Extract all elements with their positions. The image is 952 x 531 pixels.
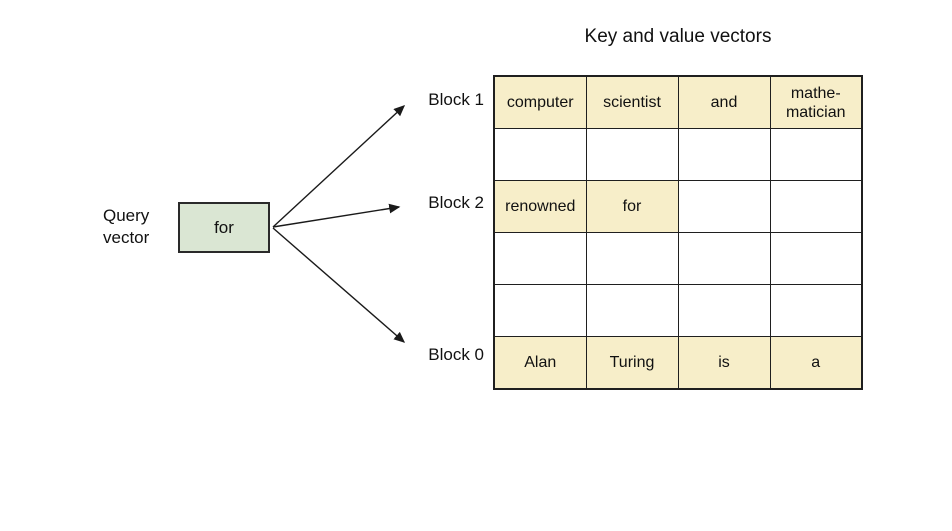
token-cell: for (585, 180, 679, 233)
empty-cell (585, 128, 679, 181)
empty-cell (677, 232, 771, 285)
query-vector-box: for (178, 202, 270, 253)
token-cell: renowned (493, 180, 587, 233)
empty-cell (493, 284, 587, 337)
empty-cell (493, 232, 587, 285)
arrow-to-block-0 (272, 227, 406, 343)
empty-cell (677, 284, 771, 337)
empty-cell (493, 128, 587, 181)
token-cell: Turing (585, 336, 679, 390)
empty-cell (769, 232, 863, 285)
empty-cell (677, 180, 771, 233)
token-cell: is (677, 336, 771, 390)
empty-cell (769, 180, 863, 233)
token-cell: scientist (585, 75, 679, 129)
diagram-title: Key and value vectors (584, 26, 772, 47)
block-1-label: Block 1 (428, 90, 484, 109)
empty-cell (585, 232, 679, 285)
block-2-label: Block 2 (428, 193, 484, 212)
token-cell: and (677, 75, 771, 129)
table-row (493, 232, 863, 285)
empty-cell (677, 128, 771, 181)
empty-cell (769, 284, 863, 337)
empty-cell (769, 128, 863, 181)
token-cell: computer (493, 75, 587, 129)
table-row (493, 128, 863, 181)
query-token: for (214, 217, 234, 237)
empty-cell (585, 284, 679, 337)
query-vector-label: Query vector (103, 206, 150, 247)
token-cell: a (769, 336, 863, 390)
token-cell: Alan (493, 336, 587, 390)
token-cell: mathe-matician (769, 75, 863, 129)
table-row (493, 284, 863, 337)
block-0-label: Block 0 (428, 345, 484, 364)
